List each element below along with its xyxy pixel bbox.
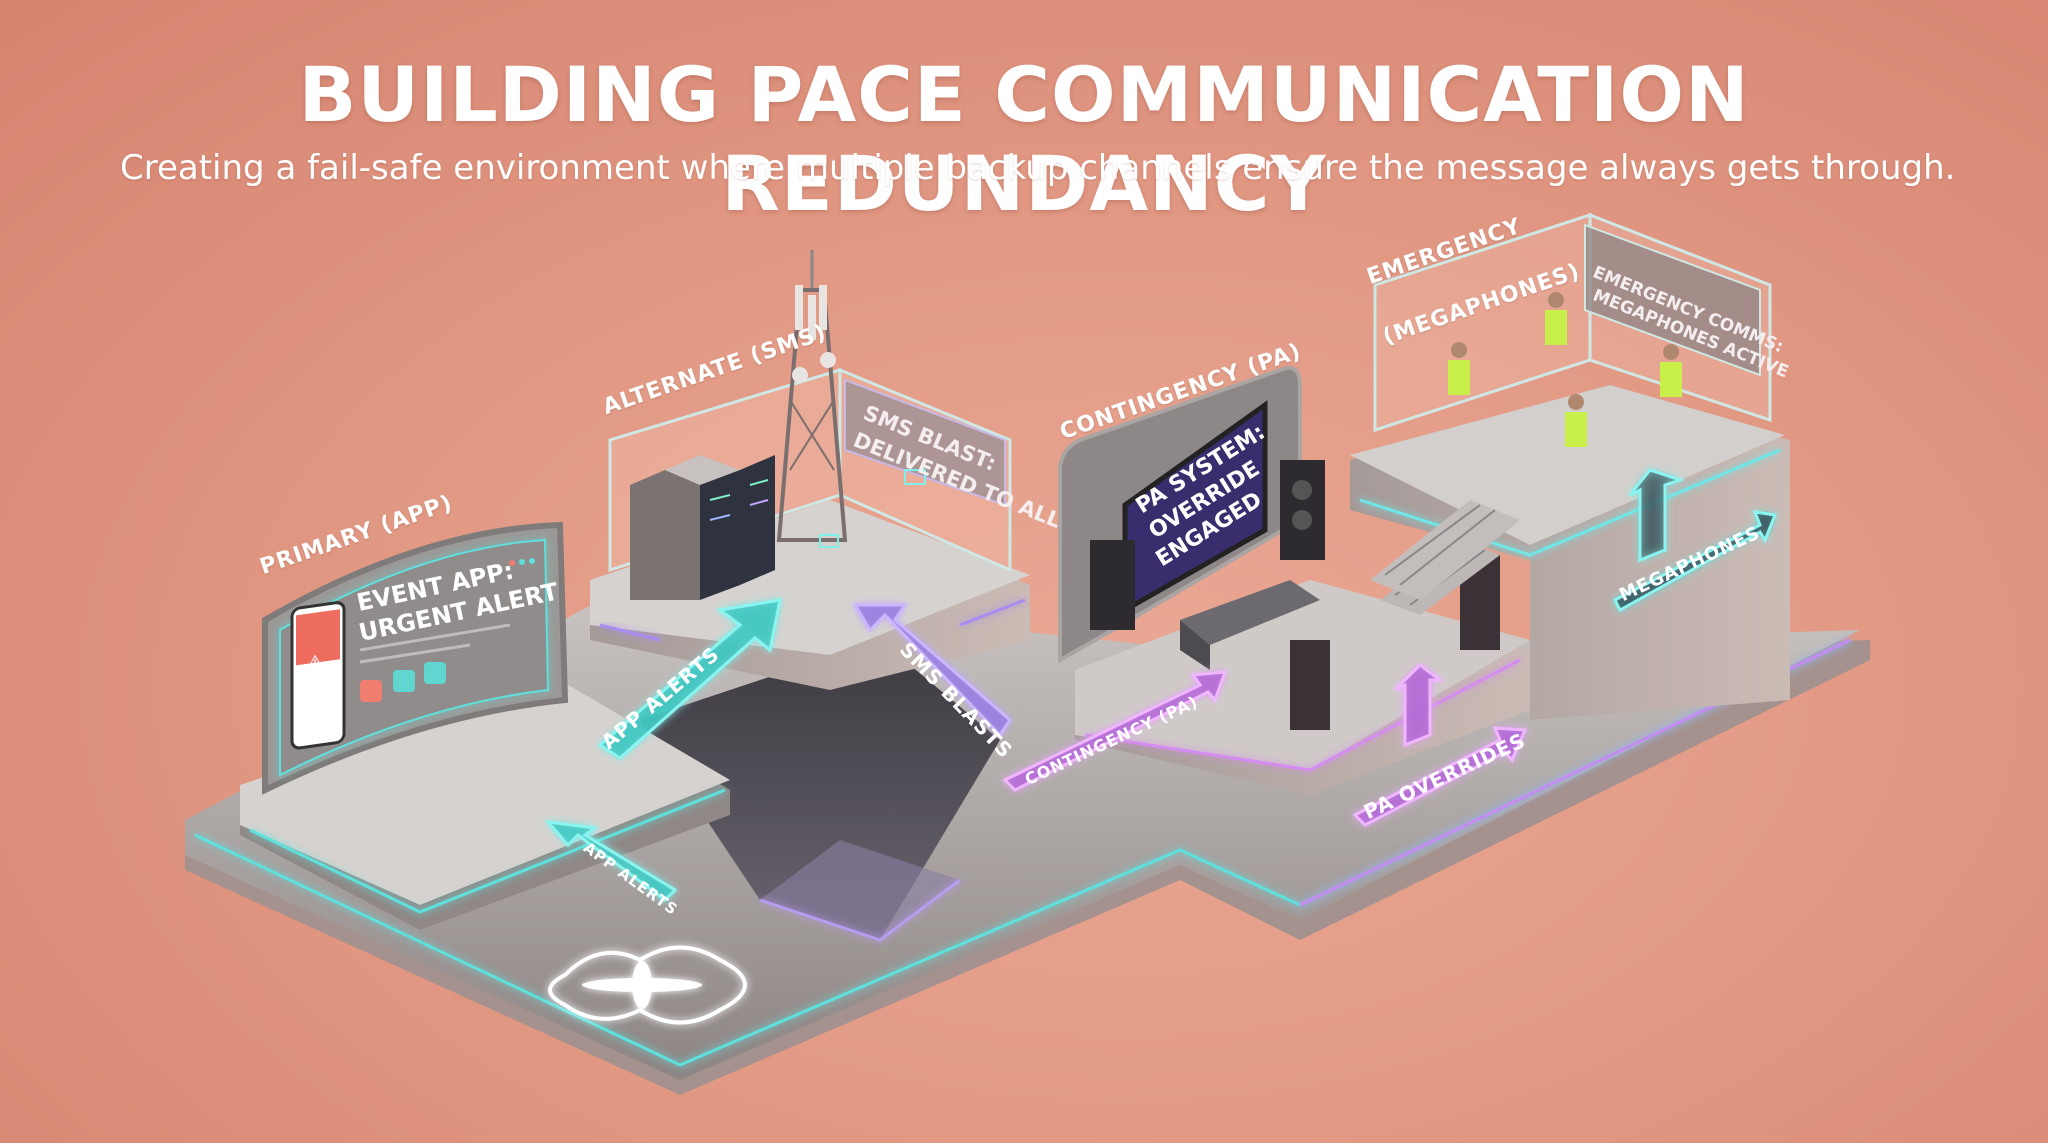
arrow-contingency-pa [1002,670,1228,792]
arrow-pa-overrides [1352,663,1528,827]
safety-staff [1448,292,1682,447]
center-pit [640,640,1000,942]
page-subtitle: Creating a fail-safe environment where m… [120,148,1956,188]
arrow-app-alerts-lower [544,820,678,902]
svg-text:⚠: ⚠ [305,649,325,678]
arrow-megaphones [1612,468,1778,613]
cell-tower-icon [776,250,848,542]
arrow-app-alerts-upper [597,598,782,760]
page-title: BUILDING PACE COMMUNICATION REDUNDANCY [298,50,1750,228]
arrow-sms-blasts [852,603,1012,738]
contingency-platform [1058,365,1530,795]
quatrefoil-icon [548,945,747,1025]
emergency-platform [1350,212,1790,720]
server-racks [630,455,775,600]
